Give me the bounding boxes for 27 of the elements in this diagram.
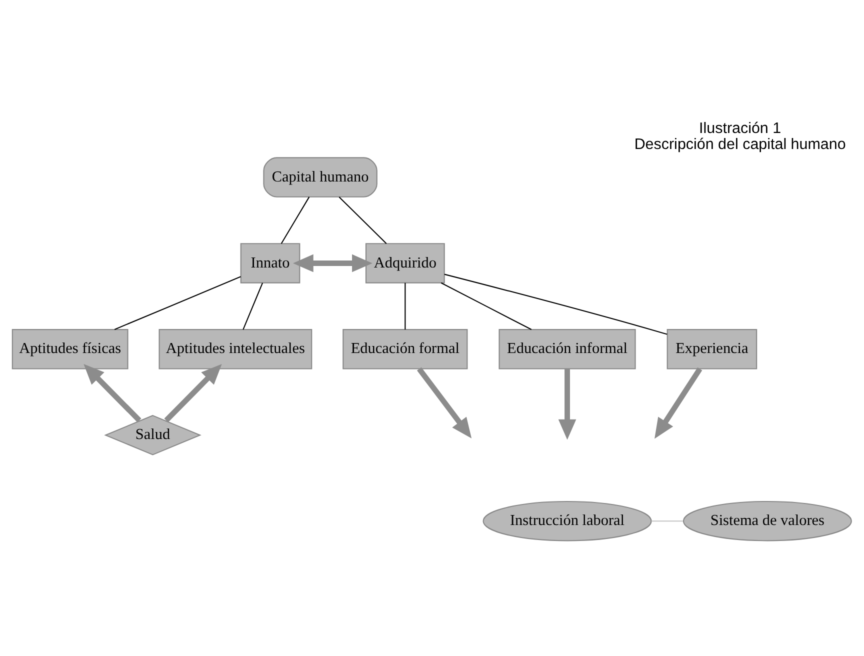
arrow [164, 364, 222, 422]
arrow [292, 254, 372, 272]
caption: Descripción del capital humano [634, 136, 846, 153]
node-diamond: Salud [104, 414, 202, 455]
connector [652, 520, 683, 522]
connector [242, 282, 264, 330]
node-box: Adquirido [365, 242, 445, 283]
connector [440, 282, 532, 330]
node-box: Experiencia [666, 328, 758, 369]
connector [338, 196, 387, 244]
node-box: Capital humano [263, 156, 378, 197]
connector [444, 273, 668, 334]
connector [404, 282, 406, 330]
node-box: Aptitudes físicas [12, 328, 128, 369]
node-box: Educación informal [498, 328, 636, 369]
node-box: Educación formal [342, 328, 468, 369]
arrow [416, 366, 472, 438]
arrow [558, 368, 576, 440]
node-box: Aptitudes intelectuales [158, 328, 312, 369]
node-ellipse: Instrucción laboral [482, 500, 652, 541]
arrow [654, 366, 702, 438]
diagram-title: Ilustración 1 [699, 119, 782, 136]
connector [114, 276, 241, 330]
arrow [84, 364, 142, 422]
connector [280, 196, 310, 244]
node-ellipse: Sistema de valores [682, 500, 852, 541]
node-box: Innato [240, 242, 300, 283]
